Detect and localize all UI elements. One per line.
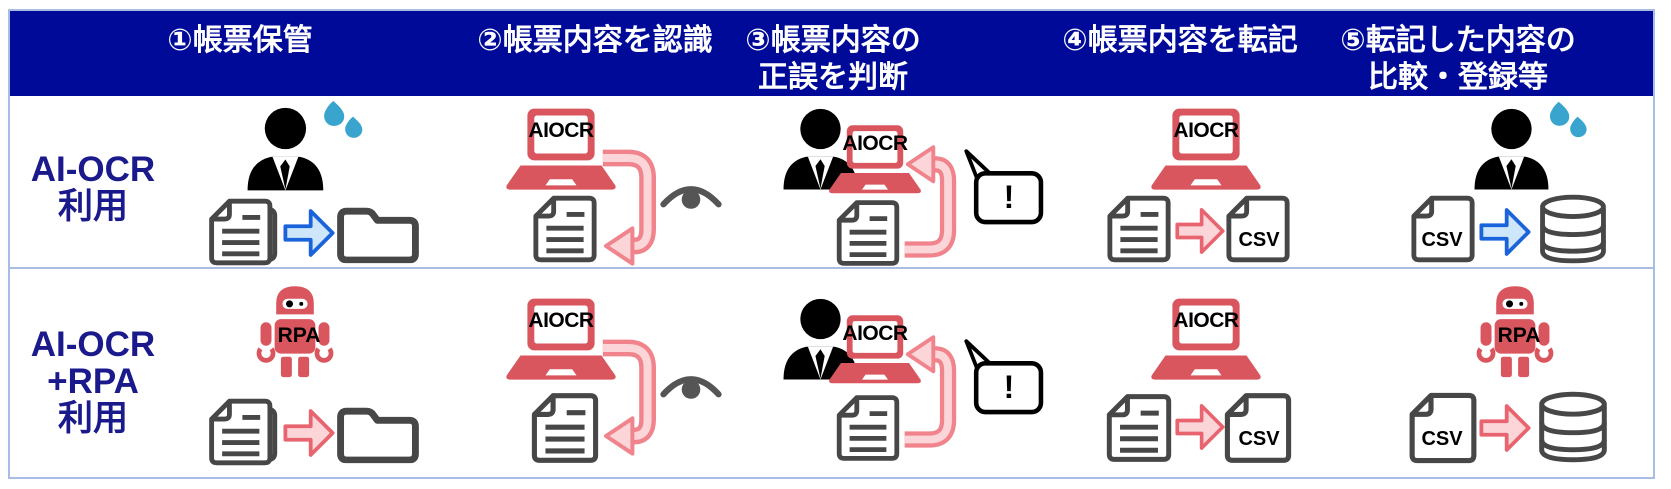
curved-arrow-up-icon — [900, 332, 962, 454]
sweat-drops-icon — [1546, 99, 1594, 143]
aiocr-label: AIOCR — [842, 132, 908, 155]
rpa-label: RPA — [1497, 324, 1541, 347]
block-arrow-icon — [1478, 399, 1532, 457]
documents-stack-icon — [208, 398, 280, 466]
person-icon — [1472, 106, 1556, 194]
block-arrow-icon — [1174, 399, 1226, 455]
curved-arrow-up-icon — [900, 142, 962, 264]
header-step-2-line1: ②帳票内容を認識 — [477, 24, 713, 57]
document-icon — [836, 392, 900, 464]
database-icon — [1534, 390, 1612, 464]
header-step-5-line1: ⑤転記した内容の — [1340, 24, 1576, 57]
curved-arrow-icon — [598, 146, 662, 266]
document-icon — [836, 199, 900, 267]
exclamation-label: ! — [1003, 179, 1015, 215]
aiocr-label: AIOCR — [1173, 119, 1239, 142]
header-step-1: ①帳票保管 — [167, 22, 312, 59]
database-icon — [1534, 193, 1612, 265]
document-icon — [531, 392, 599, 464]
documents-stack-icon — [208, 198, 280, 266]
document-icon — [1106, 392, 1172, 464]
document-icon — [1106, 195, 1172, 263]
aiocr-label: AIOCR — [842, 322, 908, 345]
csv-label: CSV — [1238, 428, 1280, 450]
header-step-3-line1: ③帳票内容の — [745, 24, 921, 57]
rpa-label: RPA — [277, 324, 321, 347]
block-arrow-icon — [1174, 203, 1226, 259]
header-step-1-line1: ①帳票保管 — [167, 24, 313, 57]
person-icon — [245, 106, 331, 194]
header-step-5: ⑤転記した内容の 比較・登録等 — [1340, 22, 1575, 96]
aiocr-label: AIOCR — [528, 119, 594, 142]
eye-icon — [660, 176, 722, 212]
header-step-4-line1: ④帳票内容を転記 — [1062, 24, 1298, 57]
document-icon — [531, 195, 599, 263]
csv-label: CSV — [1421, 428, 1463, 450]
exclamation-label: ! — [1003, 369, 1015, 405]
row-label-ai-ocr: AI-OCR 利用 — [30, 150, 156, 226]
row-label-ai-ocr-rpa: AI-OCR +RPA 利用 — [30, 325, 156, 438]
header-step-3: ③帳票内容の 正誤を判断 — [745, 22, 920, 96]
folder-icon — [336, 397, 420, 465]
header-step-5-line2: 比較・登録等 — [1368, 61, 1548, 94]
sweat-drops-icon — [320, 99, 370, 143]
header-step-4: ④帳票内容を転記 — [1062, 22, 1297, 59]
aiocr-label: AIOCR — [528, 309, 594, 332]
folder-icon — [336, 197, 420, 265]
header-step-2: ②帳票内容を認識 — [477, 22, 712, 59]
eye-icon — [660, 366, 722, 402]
table-border — [8, 9, 1655, 479]
aiocr-label: AIOCR — [1173, 309, 1239, 332]
header-band — [8, 9, 1655, 96]
header-step-3-line2: 正誤を判断 — [758, 61, 908, 94]
curved-arrow-icon — [598, 336, 662, 456]
csv-label: CSV — [1421, 229, 1463, 251]
csv-label: CSV — [1238, 229, 1280, 251]
block-arrow-icon — [282, 203, 336, 263]
block-arrow-icon — [1478, 203, 1532, 261]
block-arrow-icon — [282, 403, 336, 463]
row-divider — [8, 267, 1655, 269]
